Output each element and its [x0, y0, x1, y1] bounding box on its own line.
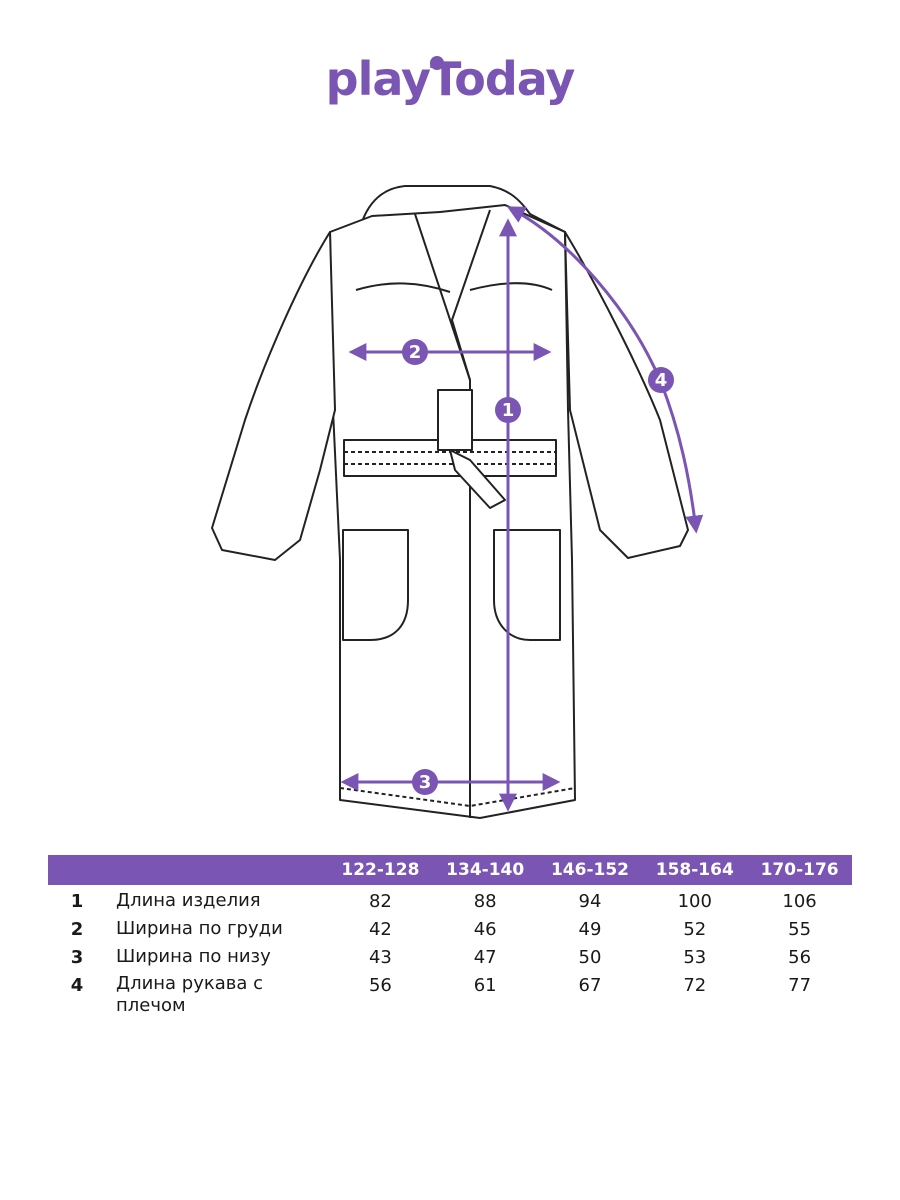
cell-value: 53 [683, 947, 707, 968]
cell-value: 94 [578, 891, 602, 912]
size-table: 122-128 134-140 146-152 158-164 170-176 … [48, 855, 852, 1018]
cell-value: 82 [368, 891, 392, 912]
row-number: 4 [70, 975, 84, 996]
cell-value: 43 [368, 947, 392, 968]
row-label: Длина изделия [116, 890, 261, 911]
row-number: 3 [70, 947, 84, 968]
row-number: 1 [70, 891, 84, 912]
cell-value: 61 [473, 975, 497, 996]
row-label: Ширина по низу [116, 946, 271, 967]
marker-2: 2 [409, 342, 422, 363]
header-size-4: 158-164 [655, 860, 734, 880]
brand-logo: playToday [0, 52, 900, 106]
cell-value: 49 [578, 919, 602, 940]
header-label [106, 855, 328, 885]
row-number: 2 [70, 919, 84, 940]
header-num [48, 855, 106, 885]
row-label-text: Длина рукава с плечом [116, 973, 264, 1016]
cell-value: 100 [677, 891, 712, 912]
table-row: 1 Длина изделия 82 88 94 100 106 [48, 885, 852, 917]
right-pocket [493, 529, 561, 641]
row-label: Ширина по груди [116, 918, 283, 939]
table-row: 2 Ширина по груди 42 46 49 52 55 [48, 917, 852, 945]
cell-value: 55 [788, 919, 812, 940]
row-label: Длина рукава с плечом [106, 973, 328, 1018]
cell-value: 88 [473, 891, 497, 912]
header-size-2: 134-140 [446, 860, 525, 880]
left-sleeve-outline [211, 231, 336, 561]
header-size-5: 170-176 [760, 860, 839, 880]
left-pocket [342, 529, 409, 641]
cell-value: 106 [782, 891, 817, 912]
bathrobe-diagram: 1 2 3 4 [211, 185, 704, 819]
table-row: 3 Ширина по низу 43 47 50 53 56 [48, 945, 852, 973]
cell-value: 52 [683, 919, 707, 940]
table-header-row: 122-128 134-140 146-152 158-164 170-176 [48, 855, 852, 885]
marker-1: 1 [502, 400, 515, 421]
table-row: 4 Длина рукава с плечом 56 61 67 72 77 [48, 973, 852, 1018]
cell-value: 56 [788, 947, 812, 968]
cell-value: 56 [368, 975, 392, 996]
cell-value: 67 [578, 975, 602, 996]
header-size-3: 146-152 [550, 860, 629, 880]
marker-3: 3 [419, 772, 432, 793]
cell-value: 42 [368, 919, 392, 940]
logo-dot-icon [430, 56, 444, 70]
cell-value: 77 [788, 975, 812, 996]
cell-value: 46 [473, 919, 497, 940]
robe-body-outline [329, 204, 576, 819]
cell-value: 50 [578, 947, 602, 968]
cell-value: 47 [473, 947, 497, 968]
header-size-1: 122-128 [341, 860, 420, 880]
right-sleeve-outline [564, 231, 689, 559]
cell-value: 72 [683, 975, 707, 996]
logo-text: playToday [325, 52, 576, 106]
marker-4: 4 [655, 370, 668, 391]
